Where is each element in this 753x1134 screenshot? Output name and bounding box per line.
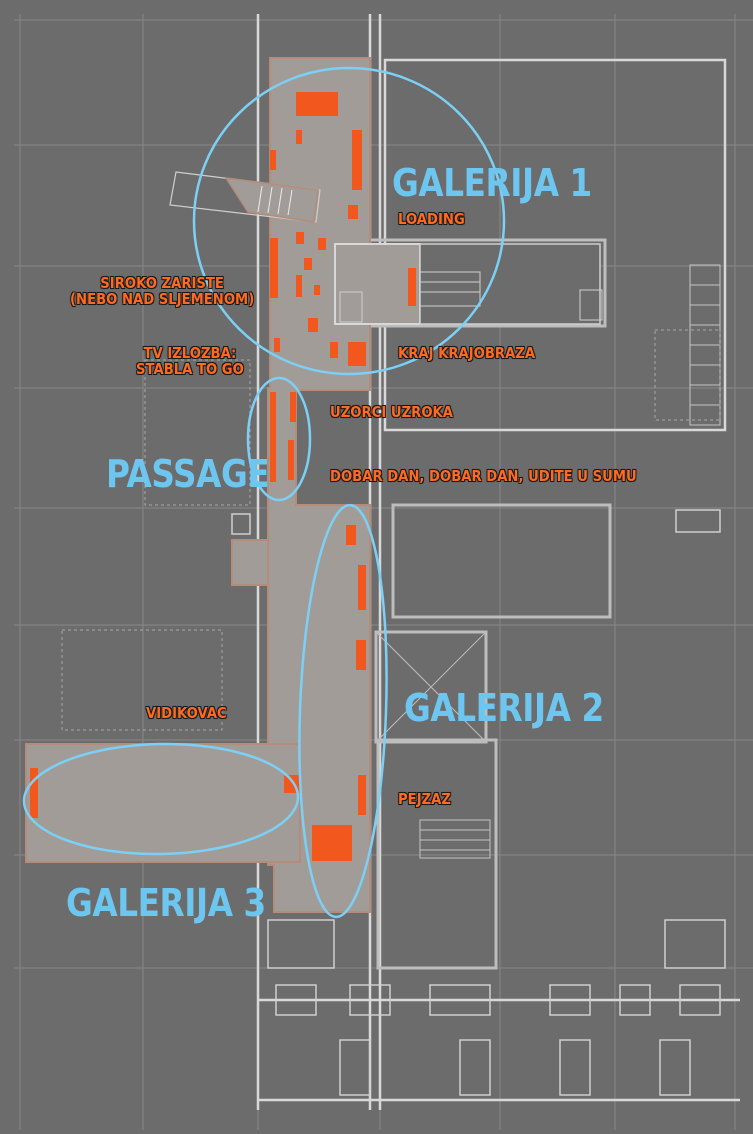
galerija-1-label: GALERIJA 1	[392, 161, 592, 205]
galerija-1-outline	[192, 66, 506, 376]
room-diagonals	[375, 631, 487, 743]
loading-room	[334, 243, 603, 325]
passage-label: PASSAGE	[106, 452, 270, 496]
annotation-tv-izlozba: TV IZLOZBA: STABLA TO GO	[136, 344, 244, 378]
annotation-vidikovac: VIDIKOVAC	[146, 704, 227, 722]
galerija-2-outline	[298, 503, 388, 919]
annotation-dobar-dan: DOBAR DAN, DOBAR DAN, UDITE U SUMU	[330, 467, 637, 485]
galerija-2-label: GALERIJA 2	[404, 686, 604, 730]
service-rooms	[231, 509, 726, 1096]
annotation-siroko-zariste: SIROKO ZARISTE (NEBO NAD SLJEMENOM)	[70, 274, 255, 308]
galerija-3-outline	[22, 742, 300, 856]
skewed-entry	[169, 171, 321, 223]
annotation-pejzaz: PEJZAZ	[398, 790, 451, 808]
zone-outlines	[22, 66, 506, 919]
annotation-uzorci-uzroka: UZORCI UZROKA	[330, 403, 453, 421]
dashed-outlines	[61, 329, 721, 731]
exhibit-blocks	[30, 92, 416, 861]
annotation-kraj-krajobraza: KRAJ KRAJOBRAZA	[398, 344, 536, 362]
annotation-loading: LOADING	[398, 210, 465, 228]
passage-outline	[246, 376, 312, 502]
galerija-3-label: GALERIJA 3	[66, 881, 266, 925]
